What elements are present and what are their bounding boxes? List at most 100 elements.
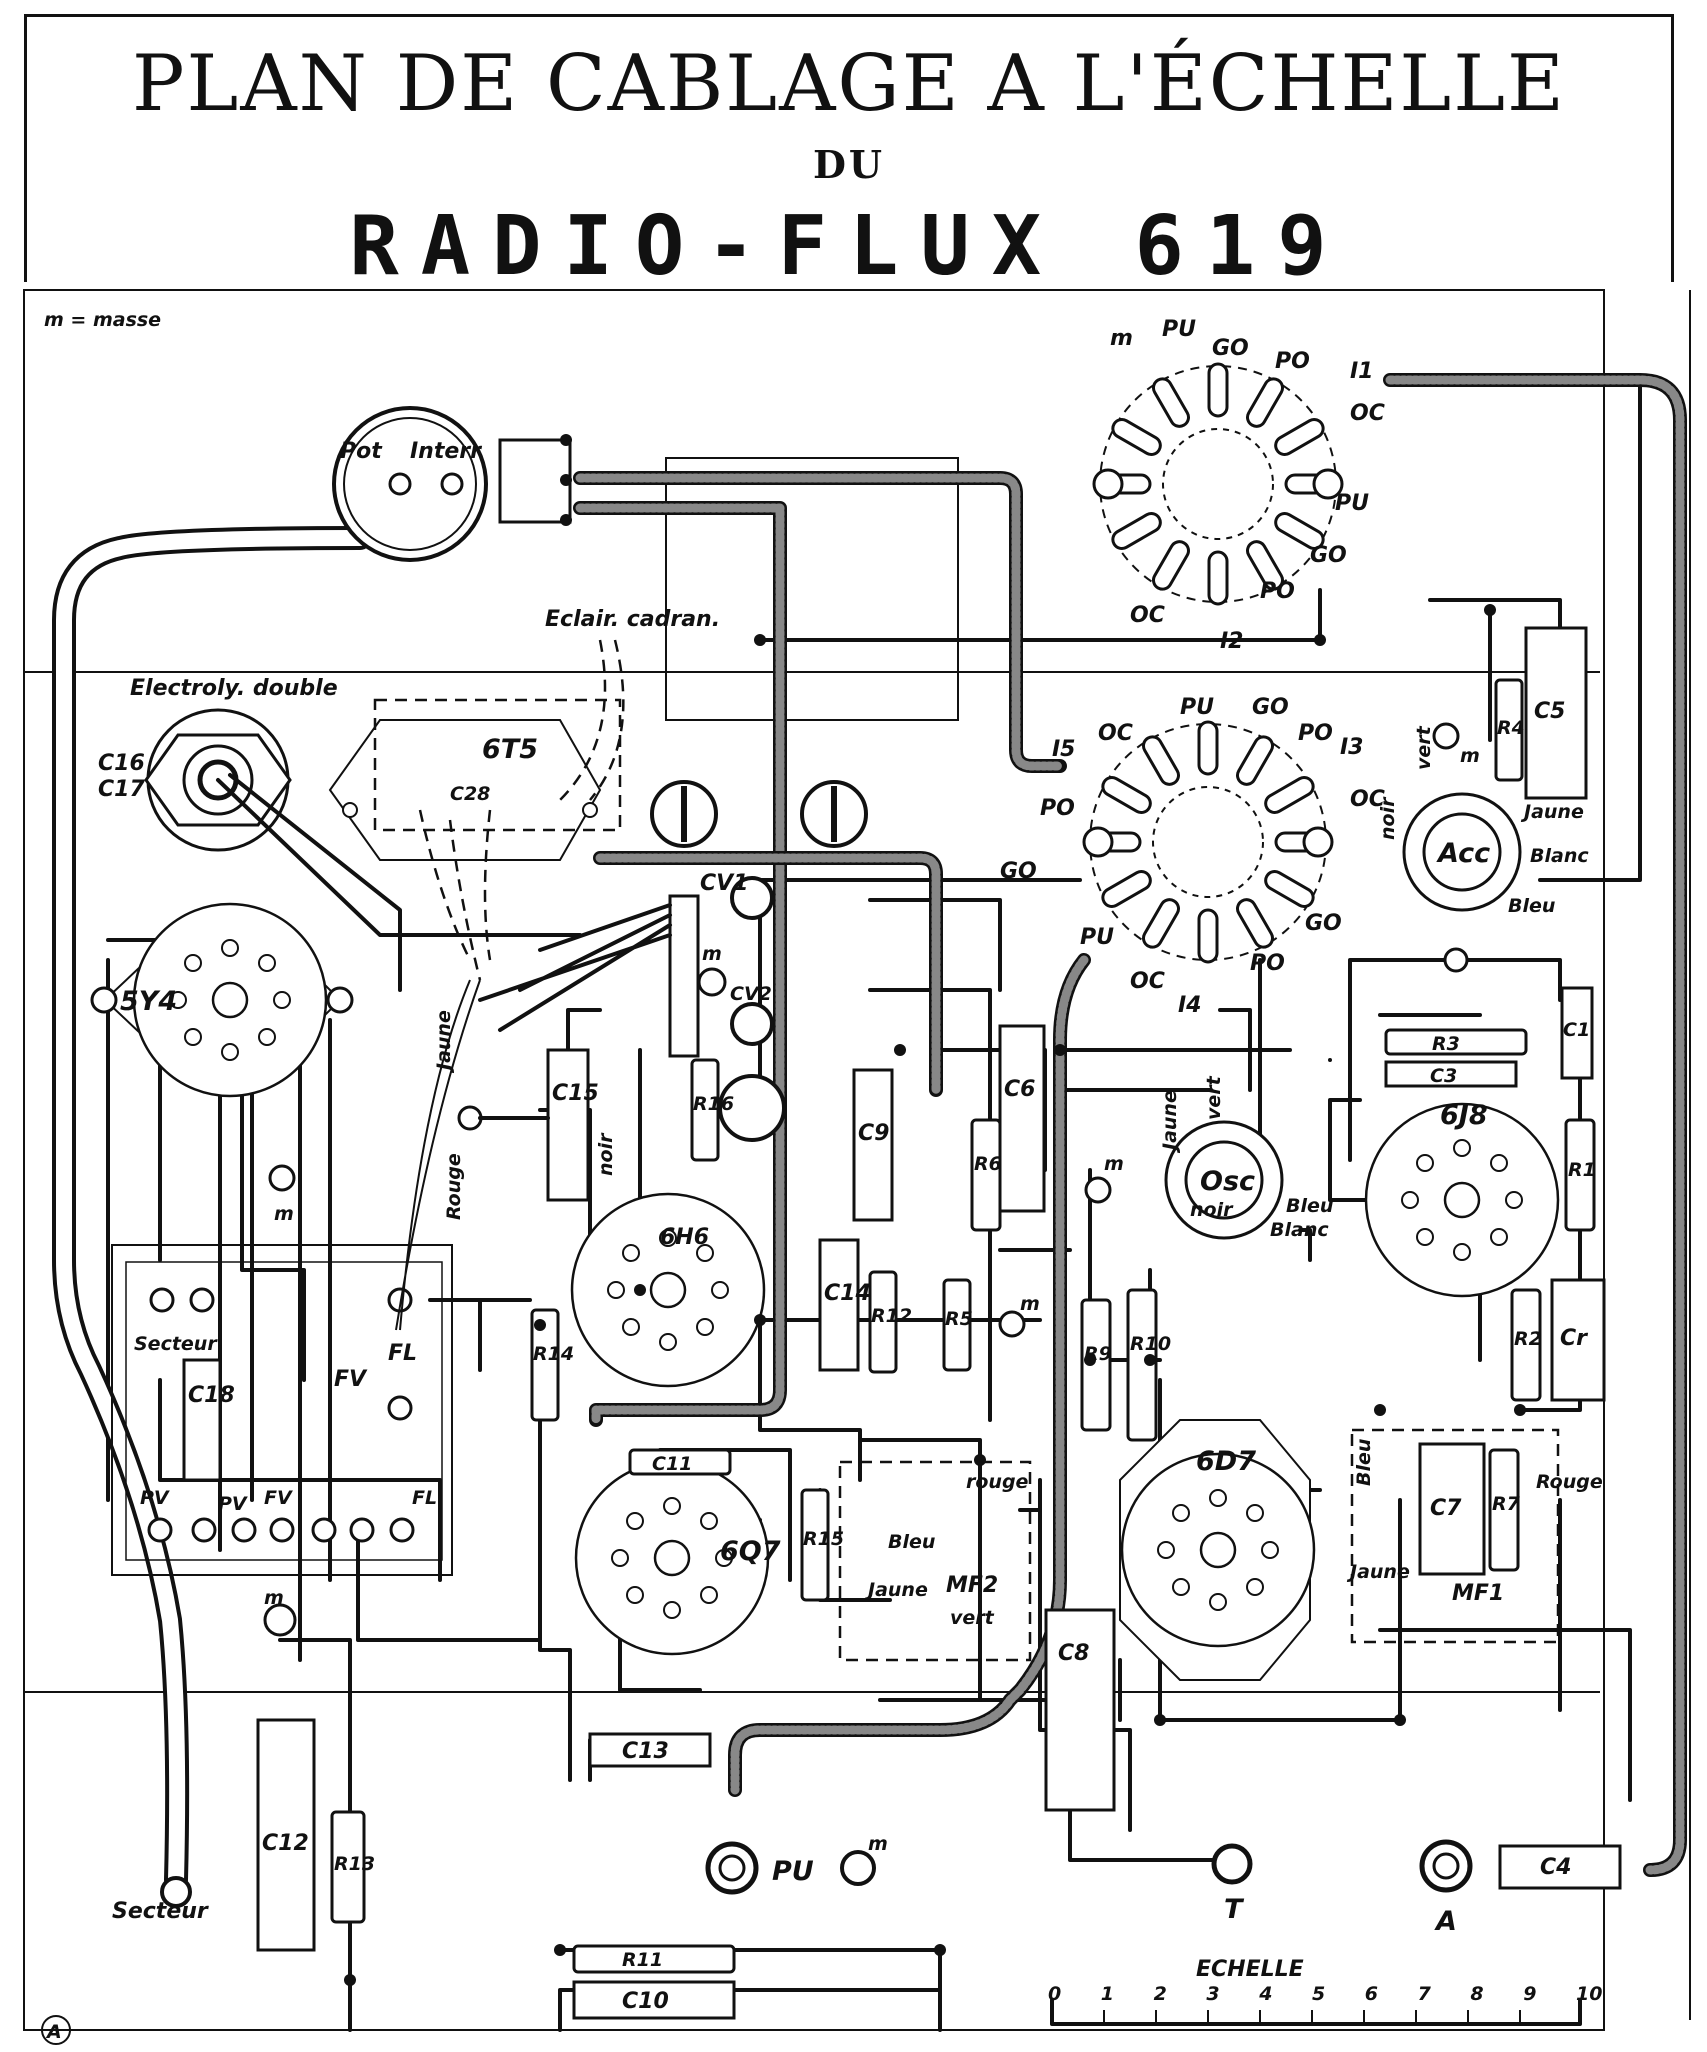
mf1-label: MF1 (1452, 1581, 1504, 1606)
resistor-c11 (628, 1448, 732, 1476)
capacitor-c18 (182, 1358, 222, 1482)
r15-label: R15 (803, 1528, 844, 1550)
resistor-r16 (690, 1058, 720, 1162)
chassis-outline (23, 289, 1605, 2031)
wafer-top-po2-label: PO (1260, 579, 1295, 604)
fl-label-top: FL (388, 1341, 417, 1366)
tube-5y4-label: 5Y4 (120, 986, 177, 1017)
c6-label: C6 (1004, 1077, 1035, 1102)
scale-tick-label: 7 (1418, 1983, 1432, 2005)
wafer-mid-oc2-label: OC (1098, 721, 1133, 746)
capacitor-c10 (572, 1980, 736, 2020)
osc-jaune-label: Jaune (1159, 1090, 1181, 1154)
wafer-mid-go-label: GO (1252, 695, 1289, 720)
wafer-mid-po-label: PO (1298, 721, 1333, 746)
capacitor-c14 (818, 1238, 860, 1372)
tube-6q7-label: 6Q7 (720, 1536, 781, 1567)
wave-switch-wafer-mid: PU GO PO I3 OC I5 OC PO GO PU OC GO PO I… (1000, 695, 1385, 1018)
wafer-mid-go3-label: GO (1305, 911, 1342, 936)
c11-label: C11 (652, 1453, 692, 1475)
mains-cable-end (160, 1876, 192, 1908)
mf2-label: MF2 (946, 1573, 998, 1598)
wafer-top-m-label: m (1110, 326, 1133, 351)
electrolytic-label: Electroly. double (130, 676, 338, 701)
ground-label-5y4: m (274, 1203, 294, 1225)
dial-lamp-twisted-pair: Jaune Rouge noir (395, 979, 617, 1331)
tube-6t5-eye: 6T5 C28 Eclair. cadran. (328, 607, 720, 981)
resistor-r9 (1080, 1298, 1112, 1432)
acc-jaune-label: Jaune (1520, 801, 1584, 823)
mf2-bleu-label: Bleu (888, 1531, 935, 1553)
c13-label: C13 (622, 1739, 669, 1764)
ground-point-board (263, 1603, 297, 1637)
wafer-mid-i4-label: I4 (1178, 993, 1202, 1018)
resistor-r7 (1488, 1448, 1520, 1572)
c15-label: C15 (552, 1081, 599, 1106)
coil-acc: Acc Jaune Blanc Bleu noir vert (1377, 725, 1589, 917)
mf1-bleu-label: Bleu (1353, 1439, 1375, 1486)
variable-capacitor-cv: CV1 CV2 m (478, 780, 868, 1142)
wafer-top-po-label: PO (1275, 349, 1310, 374)
wafer-mid-oc3-label: OC (1130, 969, 1165, 994)
ground-point-5y4 (268, 1164, 296, 1192)
title-line-2: DU (812, 142, 886, 187)
fv-label-bottom: FV (264, 1487, 293, 1509)
tube-6j8: 6J8 (1364, 1100, 1560, 1298)
cv-masse-label: m (702, 943, 722, 965)
r16-label: R16 (693, 1093, 734, 1115)
osc-bleu-label: Bleu (1286, 1195, 1333, 1217)
signature-mark: A (41, 2015, 71, 2045)
ground-label-board: m (264, 1587, 284, 1609)
title-block: PLAN DE CABLAGE A L'ÉCHELLE DU RADIO-FLU… (24, 14, 1674, 294)
fl-label-bottom: FL (412, 1487, 437, 1509)
mf2-vert-label: vert (950, 1607, 995, 1629)
ground-point-acc (1432, 722, 1460, 750)
wafer-mid-oc-label: OC (1350, 787, 1385, 812)
junction-dots (344, 604, 1526, 1986)
r14-label: R14 (533, 1343, 574, 1365)
if-transformer-mf1: Rouge Bleu Jaune MF1 (1346, 1428, 1603, 1644)
scale-tick-label: 0 (1048, 1983, 1061, 2005)
ground-point-c9 (1084, 1176, 1112, 1204)
ground-label-c9: m (1104, 1153, 1124, 1175)
title-line-3: RADIO-FLUX 619 (349, 199, 1349, 294)
c15-noir-label: noir (595, 1132, 617, 1176)
c4-label: C4 (1540, 1855, 1571, 1880)
r6-label: R6 (974, 1153, 1002, 1175)
coil-osc: Osc Jaune vert Bleu Blanc noir (1159, 1075, 1333, 1241)
r13-label: R13 (334, 1853, 375, 1875)
resistor-r12 (868, 1270, 898, 1374)
r1-label: R1 (1568, 1159, 1596, 1181)
power-terminal-board: Secteur FL FV PV PV FV FL (111, 1244, 453, 1576)
ground-label-r5: m (1020, 1293, 1040, 1315)
cr-label: Cr (1560, 1326, 1588, 1351)
osc-label: Osc (1200, 1166, 1255, 1197)
wafer-mid-pu2-label: PU (1080, 925, 1114, 950)
acc-label: Acc (1436, 838, 1490, 869)
scale-tick-label: 6 (1365, 1983, 1378, 2005)
resistor-r2 (1510, 1288, 1542, 1402)
scale-tick-label: 4 (1258, 1983, 1272, 2005)
shielded-cables (573, 373, 1687, 1877)
capacitor-c8 (1044, 1608, 1116, 1812)
wafer-top-go-label: GO (1212, 336, 1249, 361)
tube-6h6-label: 6H6 (660, 1225, 709, 1250)
resistor-r6 (970, 1118, 1002, 1232)
resistor-r5 (942, 1278, 972, 1372)
t-socket (1211, 1843, 1253, 1885)
osc-vert-label: vert (1203, 1075, 1225, 1120)
r3-label: R3 (1432, 1033, 1460, 1055)
wafer-mid-i5-label: I5 (1052, 737, 1076, 762)
wave-switch-wafer-top: PU GO PO I1 OC m PU GO PO OC I2 (1092, 317, 1385, 654)
pu-masse-label: m (868, 1833, 888, 1855)
pu-socket-label: PU (772, 1856, 814, 1887)
wafer-top-pu2-label: PU (1335, 491, 1369, 516)
acc-noir-label: noir (1377, 796, 1399, 840)
output-sockets: PU m T A Secteur (112, 1833, 1473, 1937)
c12-label: C12 (262, 1831, 309, 1856)
twisted-rouge-label: Rouge (443, 1153, 465, 1220)
